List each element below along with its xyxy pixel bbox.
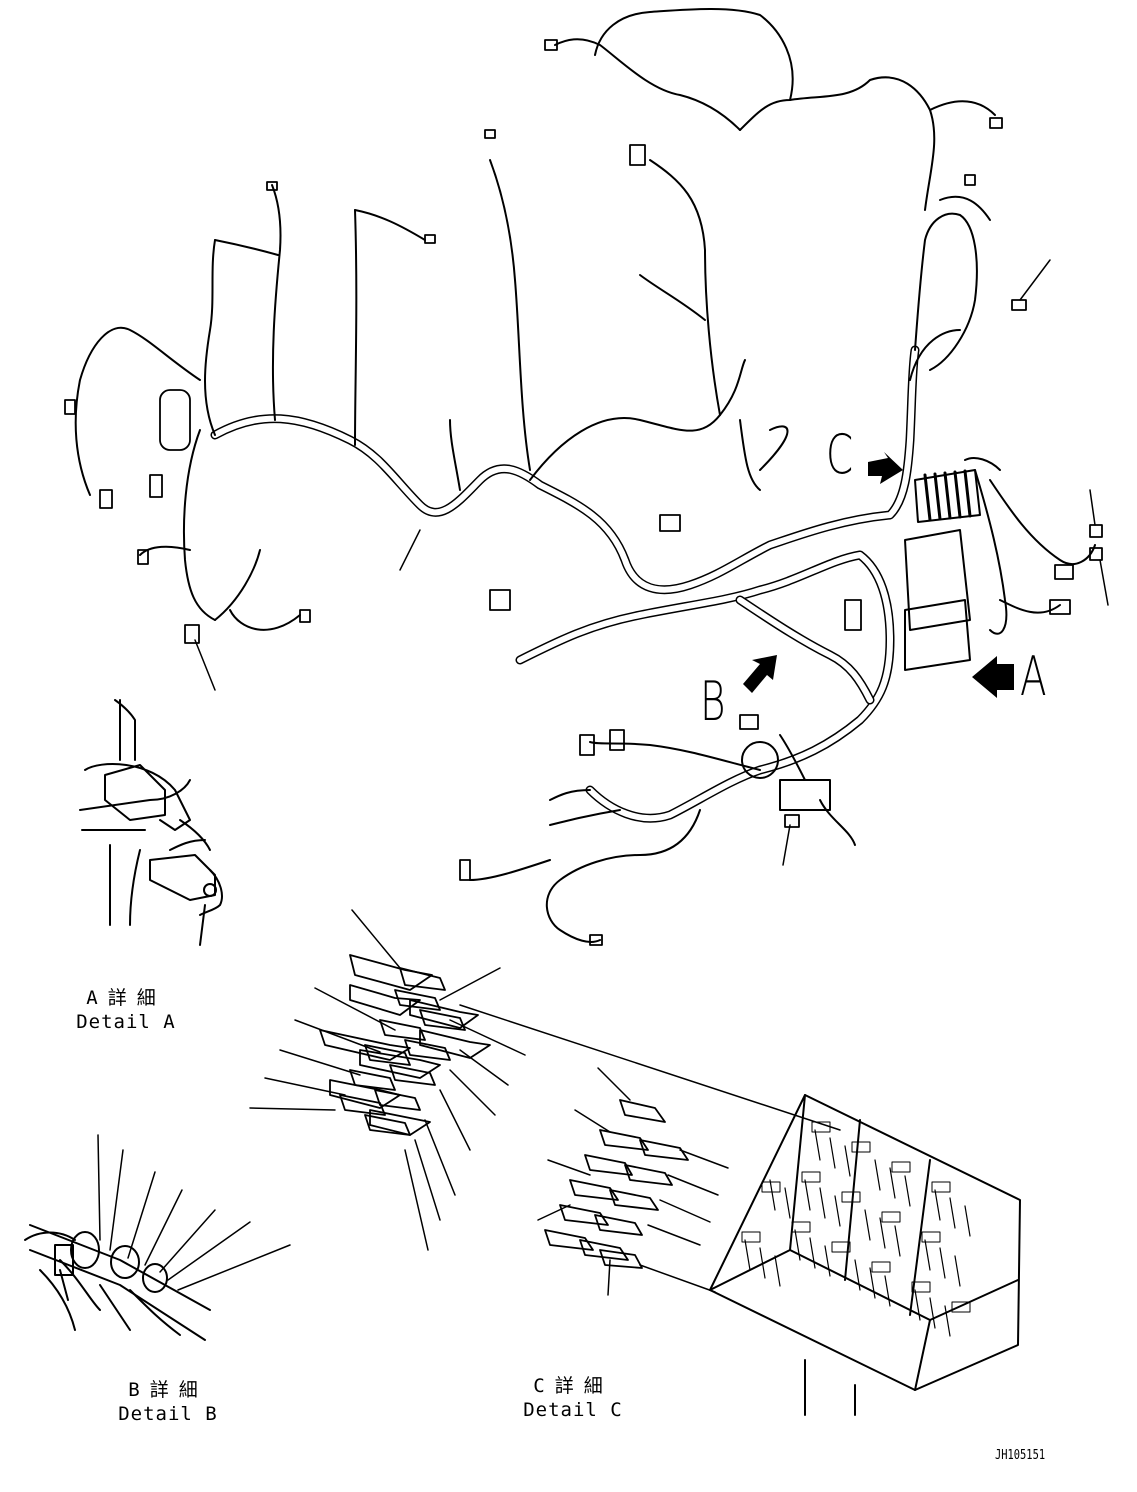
caption-detail-a-en: Detail A — [76, 1011, 176, 1033]
detail-b-drawing — [24, 1134, 291, 1341]
caption-detail-b-en: Detail B — [118, 1403, 218, 1425]
junction-block-cluster — [904, 329, 1096, 671]
caption-detail-b-jp: B詳細 — [128, 1379, 208, 1401]
arrow-a — [972, 656, 1014, 698]
callout-c: C — [826, 423, 854, 486]
lower-harness — [469, 734, 856, 943]
detail-c-lower-terminals — [537, 1067, 729, 1296]
detail-a-drawing — [79, 699, 223, 946]
caption-detail-b: B詳細 Detail B — [108, 1378, 228, 1426]
document-id: JH105151 — [995, 1448, 1046, 1463]
upper-branches — [74, 7, 996, 631]
main-harness-trunk — [210, 345, 920, 823]
leader-lines-upper — [194, 259, 1109, 866]
arrow-b — [743, 655, 777, 693]
caption-detail-c: C詳細 Detail C — [513, 1374, 633, 1422]
callout-a: A — [1020, 645, 1047, 708]
arrow-c — [868, 452, 903, 484]
connectors — [64, 39, 1103, 946]
caption-detail-c-jp: C詳細 — [533, 1375, 613, 1397]
arrows — [743, 452, 1014, 698]
callout-b: B — [700, 670, 726, 733]
caption-detail-a-jp: A詳細 — [86, 987, 166, 1009]
detail-c-junction-block — [709, 1094, 1021, 1416]
caption-detail-a: A詳細 Detail A — [66, 986, 186, 1034]
detail-c-upper-terminals — [249, 909, 841, 1251]
caption-detail-c-en: Detail C — [523, 1399, 623, 1421]
